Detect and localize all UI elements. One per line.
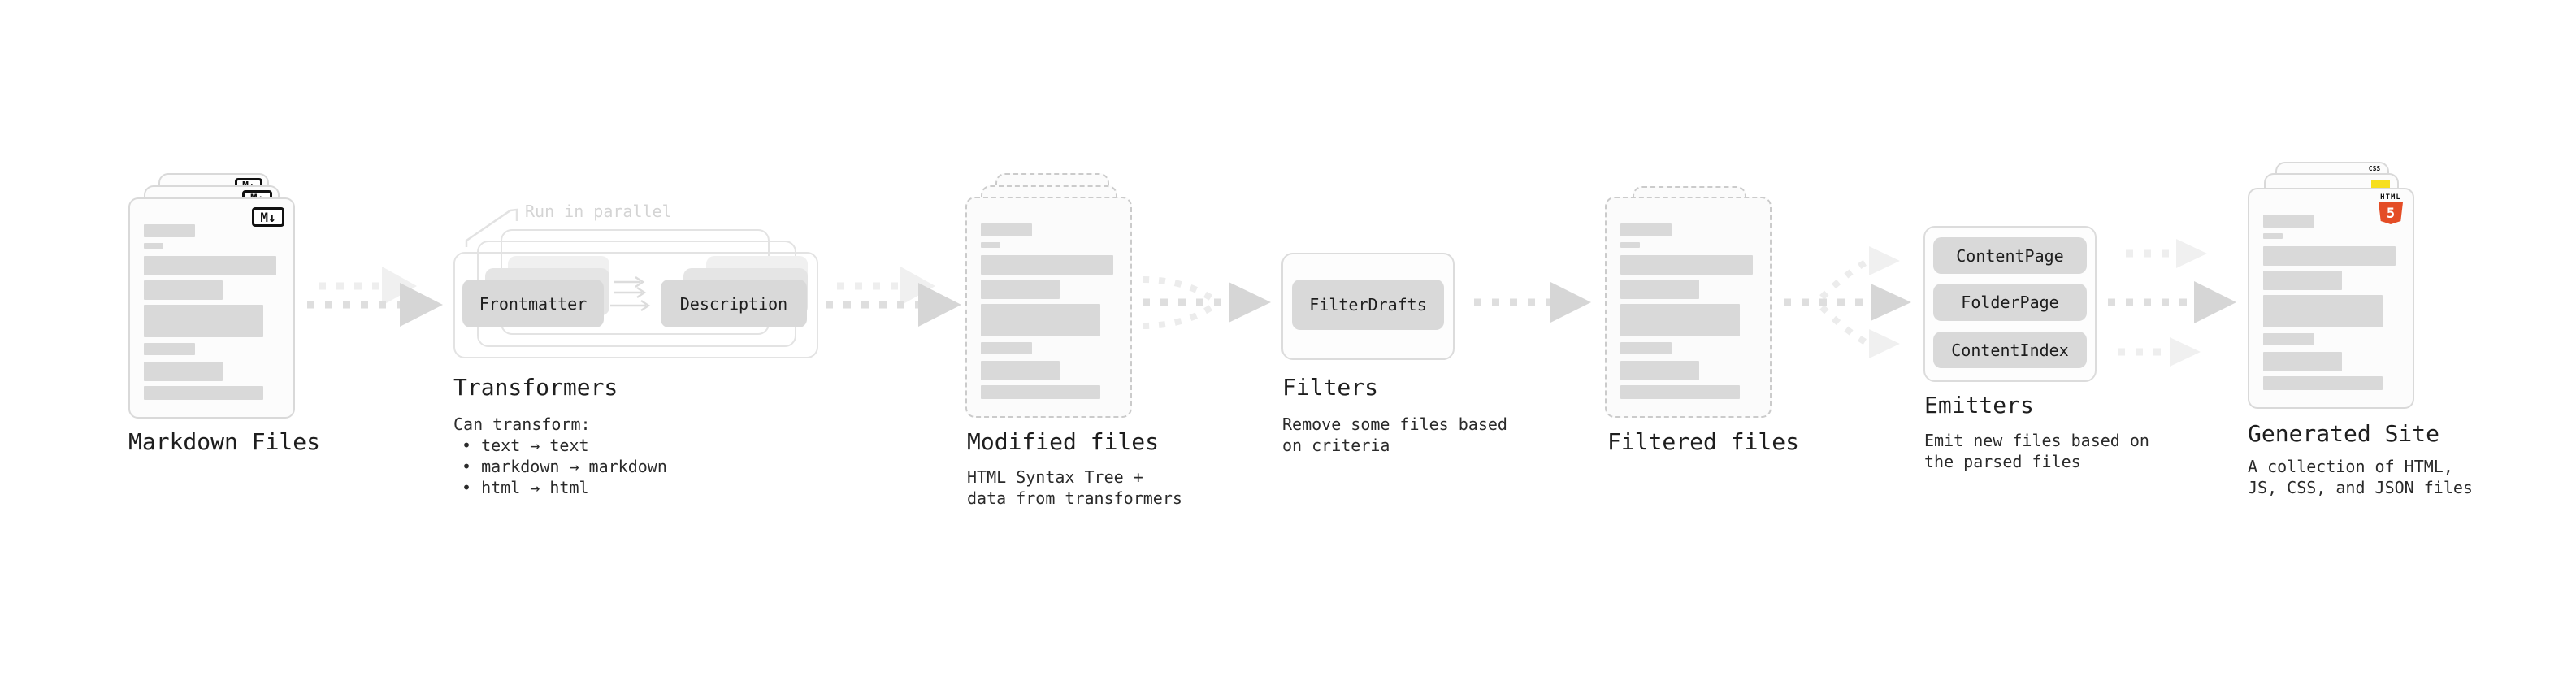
text-line-placeholder bbox=[144, 343, 195, 355]
generated-site-title: Generated Site bbox=[2248, 420, 2440, 447]
emitter-pill-folderpage: FolderPage bbox=[1933, 284, 2087, 321]
emitter-pill-contentpage: ContentPage bbox=[1933, 237, 2087, 274]
modified-files-title: Modified files bbox=[967, 428, 1160, 455]
text-line-placeholder bbox=[144, 224, 195, 237]
markdown-icon: M↓ bbox=[252, 207, 284, 227]
transform-flow-arrows bbox=[610, 275, 651, 312]
html5-shield: 5 bbox=[2379, 202, 2403, 224]
text-line-placeholder bbox=[2263, 376, 2383, 390]
text-line-placeholder bbox=[2263, 271, 2342, 290]
modified-files-desc: HTML Syntax Tree + data from transformer… bbox=[967, 467, 1182, 508]
filters-desc: Remove some files based on criteria bbox=[1282, 414, 1507, 455]
text-line-placeholder bbox=[2263, 246, 2396, 266]
text-line-placeholder bbox=[981, 361, 1060, 380]
file-card-front: HTML 5 bbox=[2248, 188, 2414, 409]
transform-bullet: • html → html bbox=[462, 478, 589, 497]
arrow-filtered-to-emitters-fanout bbox=[1784, 246, 1911, 358]
transformer-stack-outline-front bbox=[453, 252, 818, 358]
text-line-placeholder bbox=[1620, 342, 1672, 354]
text-line-placeholder bbox=[1620, 280, 1699, 299]
text-line-placeholder bbox=[1620, 255, 1753, 275]
text-line-placeholder bbox=[1620, 223, 1672, 236]
transform-bullet: • markdown → markdown bbox=[462, 457, 667, 476]
arrow-modified-to-filters-merge bbox=[1142, 276, 1271, 329]
frontmatter-pill: Frontmatter bbox=[462, 280, 604, 327]
text-line-placeholder bbox=[2263, 215, 2314, 228]
file-card-front bbox=[965, 197, 1132, 418]
transformers-title: Transformers bbox=[453, 374, 618, 401]
arrow-transformers-to-modified bbox=[826, 267, 961, 327]
text-line-placeholder bbox=[981, 223, 1032, 236]
text-line-placeholder bbox=[1620, 361, 1699, 380]
file-card-front: M↓ bbox=[128, 197, 295, 419]
emitters-title: Emitters bbox=[1924, 392, 2034, 419]
text-line-placeholder bbox=[981, 280, 1060, 299]
markdown-files-title: Markdown Files bbox=[128, 428, 321, 455]
text-line-placeholder bbox=[981, 342, 1032, 354]
annotation-leader-line bbox=[465, 208, 518, 247]
html5-icon: HTML 5 bbox=[2378, 193, 2404, 224]
arrow-filters-to-filtered bbox=[1474, 282, 1591, 323]
transform-bullet: • text → text bbox=[462, 436, 589, 455]
text-line-placeholder bbox=[144, 362, 223, 381]
emitter-pill-contentindex: ContentIndex bbox=[1933, 332, 2087, 368]
description-pill: Description bbox=[661, 280, 807, 327]
text-line-placeholder bbox=[981, 255, 1113, 275]
filterdrafts-pill: FilterDrafts bbox=[1292, 280, 1444, 330]
text-line-placeholder bbox=[144, 243, 163, 249]
text-line-placeholder bbox=[1620, 304, 1740, 336]
filters-title: Filters bbox=[1282, 374, 1379, 401]
transformers-description: Can transform: • text → text • markdown … bbox=[453, 414, 667, 498]
text-line-placeholder bbox=[981, 242, 1000, 248]
js-icon bbox=[2371, 180, 2390, 189]
html5-icon-word: HTML bbox=[2380, 193, 2401, 202]
text-line-placeholder bbox=[1620, 385, 1740, 399]
text-line-placeholder bbox=[1620, 242, 1640, 248]
text-line-placeholder bbox=[144, 256, 276, 275]
css-icon-word: CSS bbox=[2368, 165, 2381, 172]
transformers-subtitle: Can transform: bbox=[453, 414, 591, 434]
text-line-placeholder bbox=[2263, 352, 2342, 371]
text-line-placeholder bbox=[981, 304, 1100, 336]
text-line-placeholder bbox=[981, 385, 1100, 399]
text-line-placeholder bbox=[144, 386, 263, 400]
arrow-markdown-to-transformers bbox=[307, 267, 443, 327]
arrow-emitters-to-generated bbox=[2108, 239, 2236, 367]
emitters-desc: Emit new files based on the parsed files bbox=[1924, 431, 2149, 471]
text-line-placeholder bbox=[144, 305, 263, 337]
text-line-placeholder bbox=[2263, 333, 2314, 345]
run-in-parallel-annotation: Run in parallel bbox=[525, 202, 672, 221]
text-line-placeholder bbox=[2263, 295, 2383, 327]
text-line-placeholder bbox=[2263, 233, 2283, 239]
text-line-placeholder bbox=[144, 280, 223, 300]
filtered-files-title: Filtered files bbox=[1607, 428, 1800, 455]
file-card-front bbox=[1605, 197, 1772, 418]
generated-site-desc: A collection of HTML, JS, CSS, and JSON … bbox=[2248, 457, 2473, 497]
